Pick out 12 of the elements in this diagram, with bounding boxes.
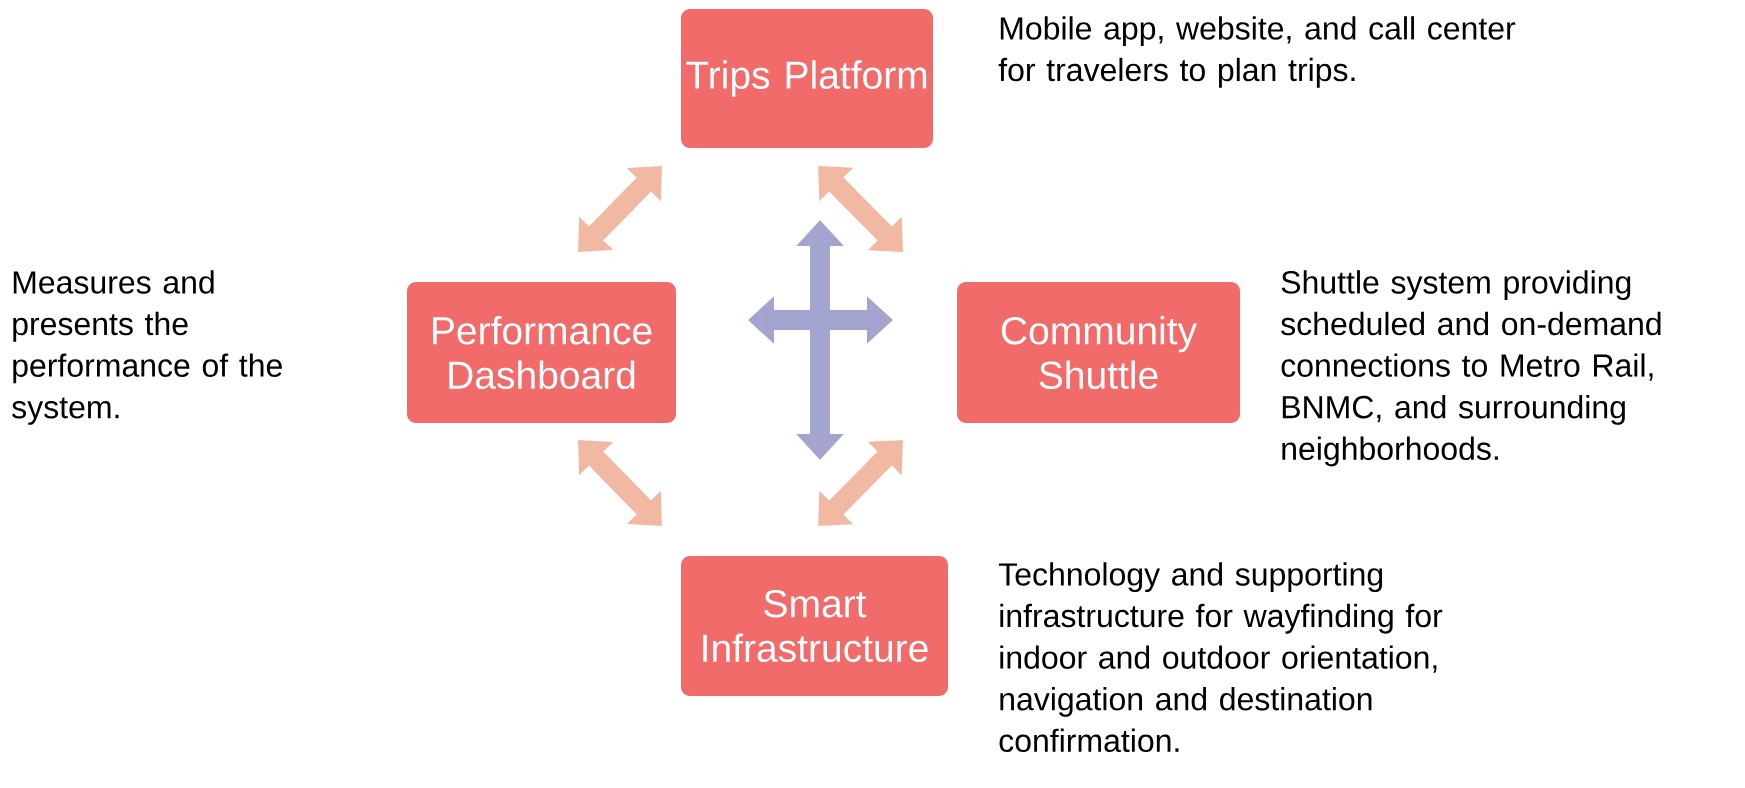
description-text: Measures and presents the performance of the system. [12, 270, 282, 425]
double-arrow [578, 440, 662, 526]
double-arrow [818, 166, 903, 252]
process-box: Smart Infrastructure [681, 556, 948, 696]
process-box: Trips Platform [681, 9, 933, 148]
description-text: Shuttle system providing scheduled and on-demand connections to Metro Rail, BNMC, and surrounding neighborhoods. [1281, 270, 1661, 467]
process-box: Community Shuttle [957, 282, 1240, 423]
process-box: Performance Dashboard [407, 282, 676, 423]
description-text: Technology and supporting infrastructure for wayfinding for indoor and outdoor orientation, navigation and destination confirmation. [998, 562, 1443, 753]
description-text: Mobile app, website, and call center for travelers to plan trips. [998, 16, 1516, 88]
double-arrow [818, 440, 903, 526]
double-arrow [578, 166, 662, 252]
